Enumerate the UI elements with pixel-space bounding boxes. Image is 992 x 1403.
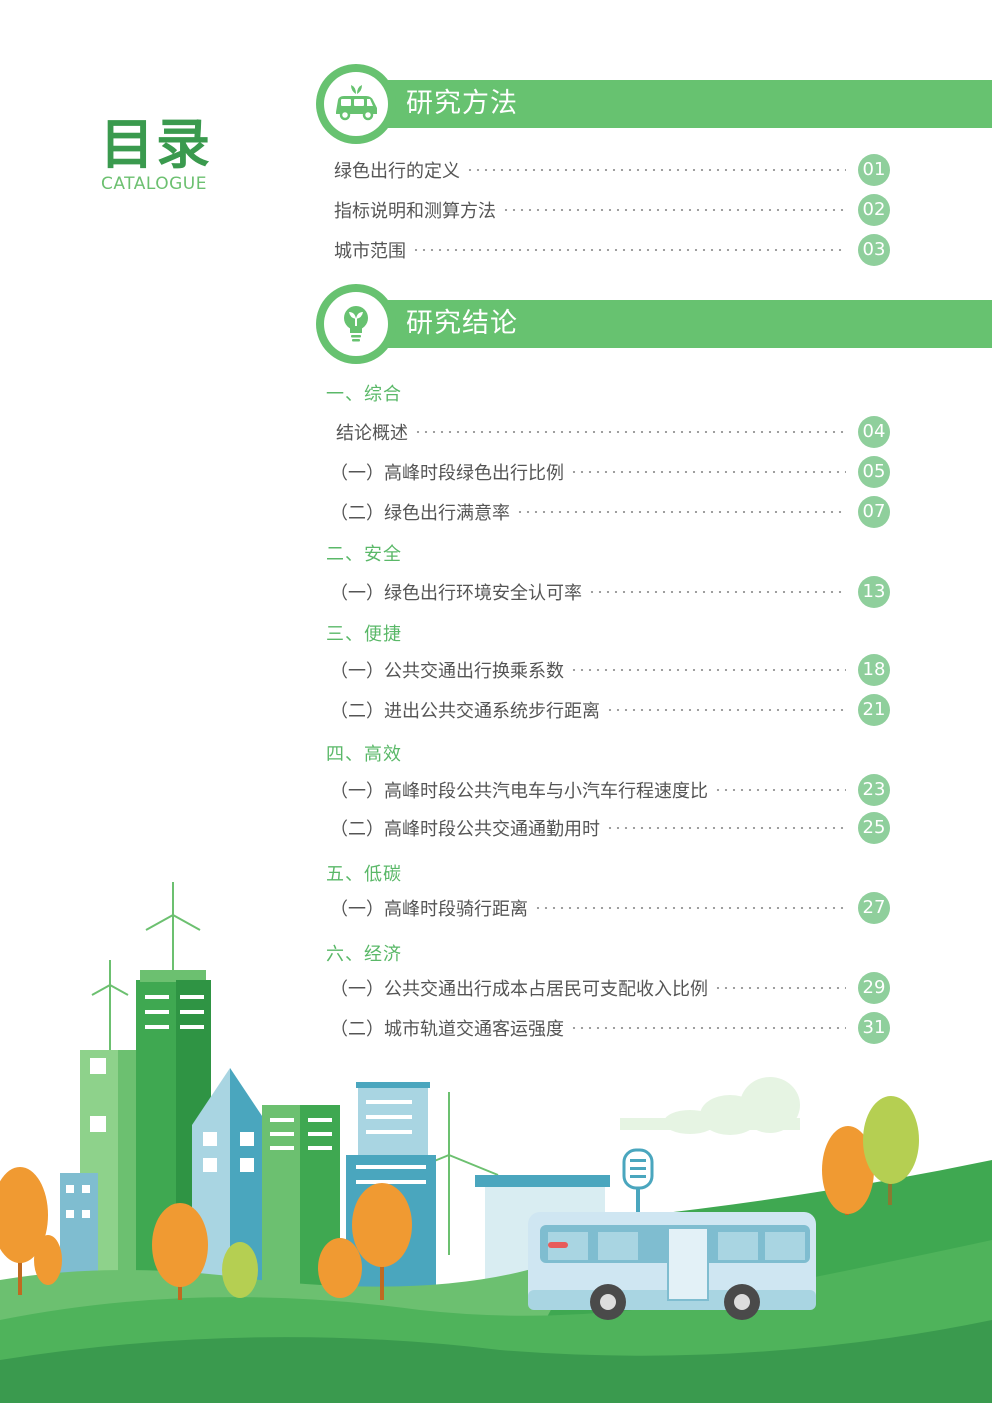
page-number-badge: 05	[858, 456, 890, 488]
category-heading: 二、安全	[326, 544, 402, 565]
leader-dots	[516, 511, 846, 513]
page-number-badge: 03	[858, 234, 890, 266]
leader-dots	[414, 431, 846, 433]
category-heading: 一、综合	[326, 384, 402, 405]
toc-item[interactable]: 指标说明和测算方法 02	[334, 190, 890, 230]
toc-item-label: （一）高峰时段公共汽电车与小汽车行程速度比	[330, 781, 708, 802]
toc-item[interactable]: 绿色出行的定义 01	[334, 150, 890, 190]
page-number-badge: 31	[858, 1012, 890, 1044]
page-title: 目录	[100, 113, 212, 176]
page-number-badge: 29	[858, 972, 890, 1004]
toc-item[interactable]: （二）绿色出行满意率 07	[330, 492, 890, 532]
toc-item[interactable]: （一）公共交通出行换乘系数 18	[330, 650, 890, 690]
toc-item-label: （一）高峰时段绿色出行比例	[330, 463, 564, 484]
leader-dots	[606, 827, 846, 829]
toc-item-label: 指标说明和测算方法	[334, 201, 496, 222]
category-heading: 五、低碳	[326, 864, 402, 885]
leader-dots	[502, 209, 846, 211]
toc-item[interactable]: 城市范围 03	[334, 230, 890, 270]
page-subtitle: CATALOGUE	[101, 174, 207, 194]
section-badge	[316, 64, 396, 144]
category-heading: 四、高效	[326, 744, 402, 765]
leader-dots	[714, 987, 846, 989]
toc-item-label: 城市范围	[334, 241, 406, 262]
toc-item[interactable]: （一）公共交通出行成本占居民可支配收入比例 29	[330, 968, 890, 1008]
page-number-badge: 27	[858, 892, 890, 924]
leader-dots	[606, 709, 846, 711]
toc-item-label: 结论概述	[336, 423, 408, 444]
toc-item-label: （二）绿色出行满意率	[330, 503, 510, 524]
cloud-icon	[620, 1077, 800, 1135]
toc-item-label: （二）城市轨道交通客运强度	[330, 1019, 564, 1040]
page-number-badge: 01	[858, 154, 890, 186]
category-heading: 三、便捷	[326, 624, 402, 645]
toc-item-label: 绿色出行的定义	[334, 161, 460, 182]
leader-dots	[570, 471, 846, 473]
section-title: 研究结论	[406, 308, 518, 339]
bus-icon	[528, 1212, 816, 1320]
toc-item[interactable]: 结论概述 04	[336, 412, 890, 452]
toc-item-label: （一）公共交通出行换乘系数	[330, 661, 564, 682]
page-number-badge: 18	[858, 654, 890, 686]
page-number-badge: 04	[858, 416, 890, 448]
toc-item[interactable]: （二）高峰时段公共交通通勤用时 25	[330, 808, 890, 848]
leader-dots	[570, 1027, 846, 1029]
section-bar	[356, 300, 992, 348]
toc-item[interactable]: （一）高峰时段绿色出行比例 05	[330, 452, 890, 492]
toc-item[interactable]: （二）进出公共交通系统步行距离 21	[330, 690, 890, 730]
leader-dots	[588, 591, 846, 593]
page-number-badge: 23	[858, 774, 890, 806]
toc-item-label: （一）高峰时段骑行距离	[330, 899, 528, 920]
page-number-badge: 02	[858, 194, 890, 226]
city-illustration	[0, 882, 992, 1403]
toc-item[interactable]: （二）城市轨道交通客运强度 31	[330, 1008, 890, 1048]
section-header-conclusions: 研究结论	[316, 284, 992, 364]
car-icon	[336, 85, 377, 121]
toc-item-label: （二）高峰时段公共交通通勤用时	[330, 819, 600, 840]
leader-dots	[570, 669, 846, 671]
page-number-badge: 25	[858, 812, 890, 844]
section-header-methods: 研究方法	[316, 64, 992, 144]
category-heading: 六、经济	[326, 944, 402, 965]
leader-dots	[534, 907, 846, 909]
toc-item-label: （二）进出公共交通系统步行距离	[330, 701, 600, 722]
page-number-badge: 07	[858, 496, 890, 528]
leader-dots	[412, 249, 846, 251]
section-title: 研究方法	[406, 88, 518, 119]
toc-item-label: （一）绿色出行环境安全认可率	[330, 583, 582, 604]
page-number-badge: 13	[858, 576, 890, 608]
section-badge	[316, 284, 396, 364]
leader-dots	[466, 169, 846, 171]
leader-dots	[714, 789, 846, 791]
lightbulb-icon	[344, 306, 368, 342]
page-number-badge: 21	[858, 694, 890, 726]
building	[60, 970, 436, 1305]
toc-item[interactable]: （一）高峰时段骑行距离 27	[330, 888, 890, 928]
tree-icon	[0, 1096, 919, 1300]
section-bar	[356, 80, 992, 128]
toc-item-label: （一）公共交通出行成本占居民可支配收入比例	[330, 979, 708, 1000]
toc-item[interactable]: （一）绿色出行环境安全认可率 13	[330, 572, 890, 612]
toc-item[interactable]: （一）高峰时段公共汽电车与小汽车行程速度比 23	[330, 770, 890, 810]
